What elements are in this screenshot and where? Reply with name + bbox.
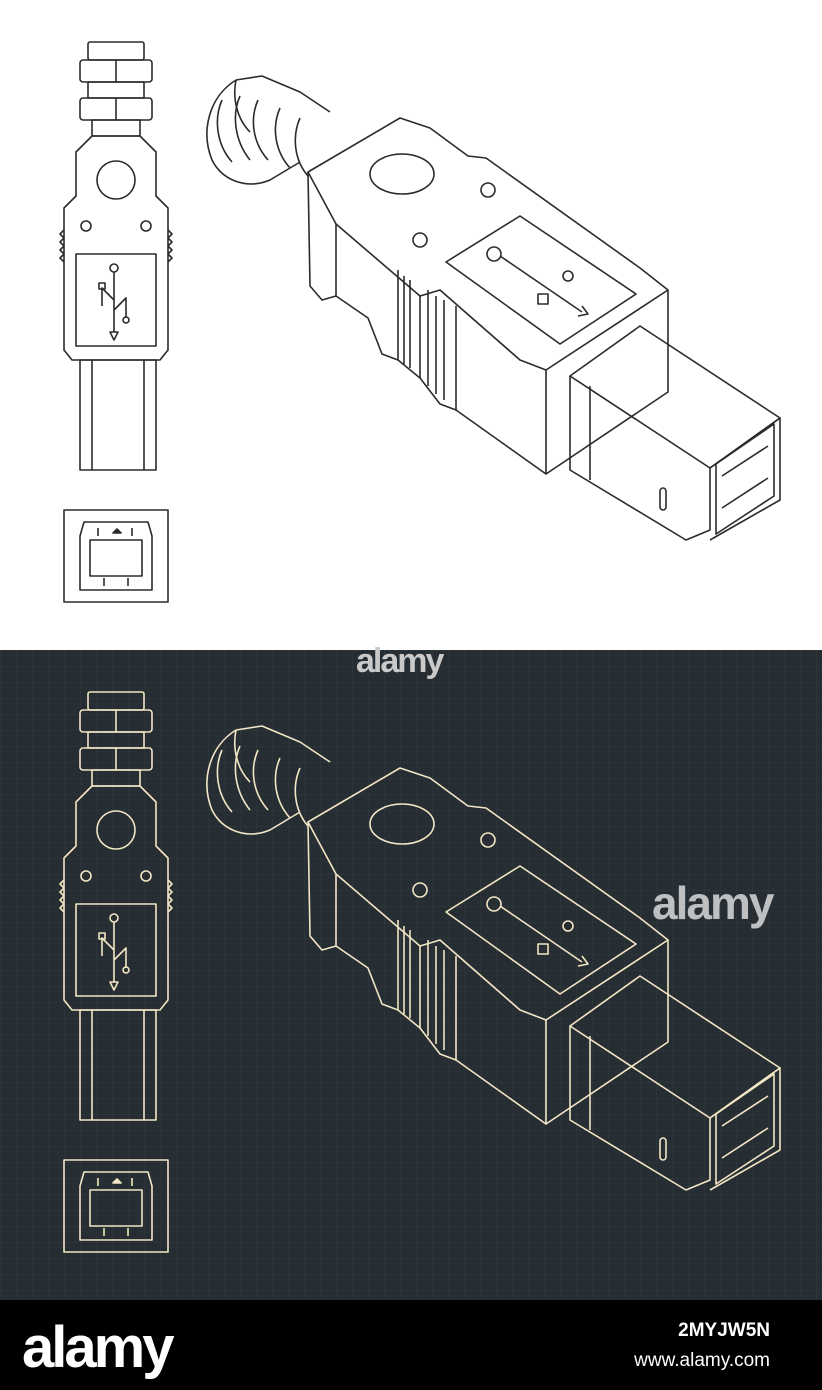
watermark-right: alamy [652,877,774,929]
dark-blueprint-panel: alamy alamy [0,642,822,1300]
brand-logo: alamy [22,1315,174,1380]
image-id: 2MYJW5N [678,1320,770,1341]
stock-footer: alamy 2MYJW5N www.alamy.com [0,1300,822,1390]
front-view-connector-dark [63,1159,169,1253]
dark-drawing [0,650,822,1300]
front-view-connector [63,509,169,603]
watermark-center: alamy [356,642,444,680]
light-drawing [59,41,781,603]
isometric-view-connector [206,75,781,541]
top-view-connector-dark [59,691,173,1121]
isometric-view-connector-dark [206,725,781,1191]
site-url[interactable]: www.alamy.com [634,1350,770,1371]
light-blueprint-panel [0,0,822,650]
top-view-connector [59,41,173,471]
